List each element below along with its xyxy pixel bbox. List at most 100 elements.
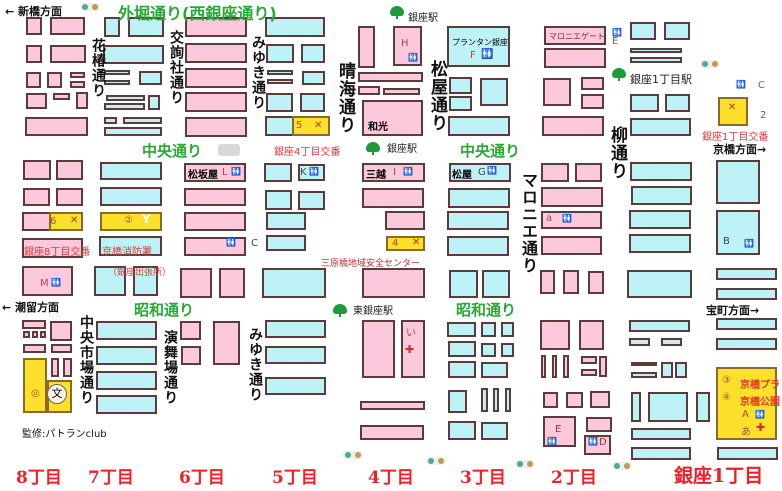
city-block [541, 187, 603, 207]
city-block [96, 371, 157, 390]
city-block [26, 17, 42, 35]
city-block [566, 392, 583, 408]
landmark-fire-branch: （銀座出張所） [108, 268, 172, 278]
city-block [661, 362, 673, 378]
city-block [661, 338, 682, 346]
city-block [219, 268, 245, 298]
city-block [543, 78, 571, 106]
city-block [630, 57, 682, 63]
city-block [629, 234, 691, 253]
city-block [448, 390, 467, 413]
koban-icon: ✕ [314, 120, 323, 131]
city-block [481, 322, 496, 337]
subway-icon [612, 68, 626, 81]
city-block [300, 93, 325, 112]
city-block [716, 160, 760, 204]
city-block [185, 17, 247, 37]
city-block [631, 428, 691, 440]
landmark-marronnier-gate: マロニエゲート [549, 32, 605, 41]
marker-a-hira: あ [741, 427, 751, 438]
city-block [449, 96, 472, 111]
city-block [716, 210, 760, 255]
city-block [383, 88, 420, 95]
road-chuo-ichiba: 中央市場通り [78, 315, 94, 405]
marker-4: 4 [392, 238, 399, 249]
city-block [541, 355, 546, 378]
city-block [447, 26, 510, 67]
city-block [541, 211, 602, 229]
city-block [385, 211, 425, 230]
chome-label: 5丁目 [272, 468, 318, 488]
chome-label: 8丁目 [16, 468, 62, 488]
city-block [544, 26, 606, 45]
city-block [56, 188, 83, 206]
city-block [94, 266, 126, 296]
direction-kyobashi: 京橋方面→ [713, 143, 767, 156]
city-block [265, 190, 292, 210]
city-block [358, 26, 375, 68]
city-block [362, 320, 395, 378]
city-block [544, 48, 606, 68]
road-enbujo: 演舞場通り [162, 330, 178, 405]
city-block [393, 26, 422, 66]
city-block [482, 270, 510, 298]
city-block [630, 162, 692, 181]
city-block [266, 235, 306, 251]
chome-label: 2丁目 [551, 468, 597, 488]
city-block [50, 321, 72, 341]
city-block [505, 388, 511, 412]
marker-circle-2: ② [124, 215, 133, 226]
city-block [104, 80, 130, 85]
city-block [49, 212, 83, 231]
marker-b: B [723, 236, 730, 247]
city-block [631, 186, 692, 205]
marker-c-top: C [758, 80, 765, 91]
city-block [501, 343, 514, 357]
subway-icon [333, 304, 347, 317]
direction-shiodome: ← 潮留方面 [2, 301, 60, 314]
city-block [22, 266, 73, 296]
city-block [358, 86, 380, 95]
koban-ginza4: 銀座4丁目交番 [274, 147, 341, 158]
restroom-icon: 🚻 [736, 80, 746, 89]
city-block [362, 188, 424, 208]
city-block [301, 44, 325, 63]
city-block [184, 237, 246, 256]
school-marker: ◎ [31, 388, 40, 399]
restroom-icon: 🚻 [309, 167, 319, 176]
city-block [448, 188, 510, 208]
city-block [298, 164, 325, 181]
restroom-icon: 🚻 [588, 437, 598, 446]
city-block [96, 321, 157, 340]
city-block [265, 377, 326, 395]
restroom-icon: 🚻 [226, 238, 236, 247]
city-block [23, 358, 47, 413]
koban-ginza8: 銀座8丁目交番 [24, 247, 91, 258]
direction-shimbashi: ← 新橋方面 [5, 5, 63, 18]
station-ginza-1chome: 銀座1丁目駅 [630, 73, 692, 86]
traffic-signal-icon [700, 60, 720, 68]
city-block [298, 191, 325, 210]
restroom-icon: 🚻 [612, 28, 622, 37]
restroom-icon: 🚻 [231, 167, 241, 176]
restroom-icon: 🚻 [481, 49, 494, 60]
city-block [631, 447, 691, 460]
marker-m: M [40, 278, 49, 289]
city-block [362, 100, 423, 136]
city-block [266, 44, 294, 63]
koban-icon: ✕ [412, 237, 421, 248]
city-block [449, 270, 478, 298]
traffic-signal-icon [80, 3, 100, 11]
city-block [480, 78, 508, 106]
city-block [648, 392, 688, 422]
road-chuo-right: 中央通り [460, 142, 521, 160]
city-block [630, 22, 656, 40]
traffic-signal-icon [426, 457, 446, 465]
road-sotobori: 外堀通り(西銀座通り) [118, 4, 277, 23]
city-block [26, 45, 42, 63]
city-block [588, 271, 604, 294]
city-block [50, 17, 85, 35]
koban-icon: ✕ [728, 102, 737, 113]
city-block [627, 270, 692, 298]
city-block [716, 338, 777, 350]
